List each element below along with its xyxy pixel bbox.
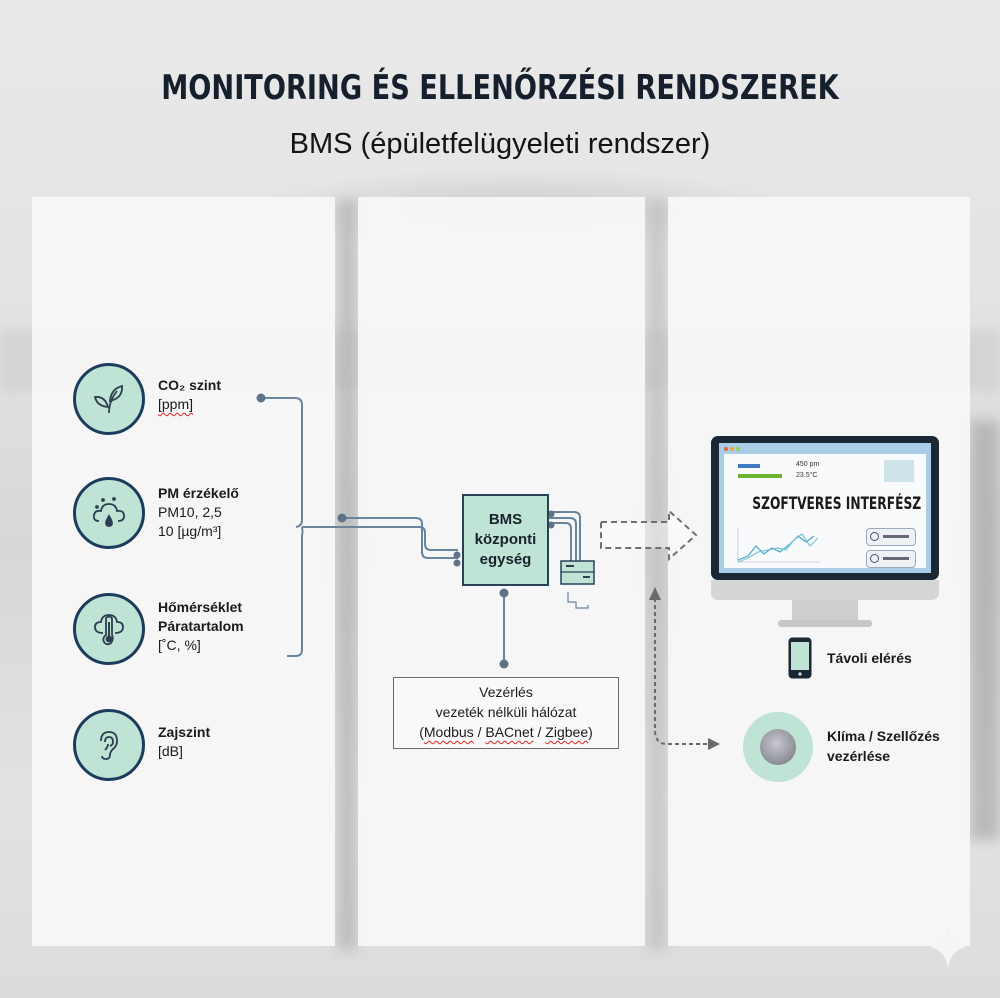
fan-icon bbox=[760, 729, 796, 765]
climate-label-line: Klíma / Szellőzés bbox=[827, 728, 940, 744]
connector-dot bbox=[256, 393, 266, 403]
protocol-modbus: Modbus bbox=[423, 724, 474, 740]
connector-dot bbox=[499, 659, 509, 669]
connector-dot bbox=[453, 559, 461, 567]
background-blur-shape bbox=[337, 200, 357, 950]
pm-sensor-label: PM érzékelő PM10, 2,5 10 [µg/m³] bbox=[158, 484, 239, 541]
trend-line bbox=[737, 535, 815, 561]
cloud-droplet-icon bbox=[92, 497, 125, 527]
sensor-trunk-line bbox=[302, 526, 458, 551]
dashed-arrow-to-climate bbox=[654, 598, 708, 745]
pm-sensor-line: PM10, 2,5 bbox=[158, 504, 222, 520]
co2-sensor-unit: [ppm] bbox=[158, 396, 194, 412]
gateway-device-icon bbox=[560, 560, 595, 585]
arrow-head-up-icon bbox=[649, 587, 661, 600]
panel-sensors bbox=[32, 197, 335, 946]
noise-sensor-icon-circle bbox=[73, 709, 145, 781]
connector-dot bbox=[453, 551, 461, 559]
sensor-bracket-line bbox=[261, 397, 304, 657]
network-box: Vezérlés vezeték nélküli hálózat (Modbus… bbox=[393, 677, 619, 749]
dashed-arrow-to-software bbox=[600, 508, 698, 562]
humidity-sensor-title: Páratartalom bbox=[158, 618, 244, 634]
co2-sensor-icon-circle bbox=[73, 363, 145, 435]
temp-sensor-icon-circle bbox=[73, 593, 145, 665]
page-title: MONITORING ÉS ELLENŐRZÉSI RENDSZEREK bbox=[161, 68, 839, 108]
monitor-chin bbox=[711, 580, 939, 600]
trend-chart bbox=[737, 528, 820, 563]
device-cable bbox=[567, 592, 589, 609]
temp-bar bbox=[738, 474, 782, 478]
smartphone-icon bbox=[788, 637, 812, 679]
climate-label: Klíma / Szellőzés vezérlése bbox=[827, 726, 940, 766]
temp-sensor-label: Hőmérséklet Páratartalom [˚C, %] bbox=[158, 598, 244, 655]
ear-icon bbox=[100, 731, 118, 760]
bms-device-line bbox=[548, 522, 572, 562]
connector-dot bbox=[547, 510, 555, 518]
bms-label-line: egység bbox=[479, 551, 532, 568]
protocol-bacnet: BACnet bbox=[485, 724, 534, 740]
leaf-icon bbox=[93, 384, 123, 414]
temp-reading: 23.5°C bbox=[796, 472, 818, 479]
bms-device-line bbox=[548, 511, 581, 562]
pm-sensor-line: 10 [µg/m³] bbox=[158, 523, 222, 539]
bms-label-line: központi bbox=[474, 531, 537, 548]
status-panel bbox=[884, 460, 914, 482]
pm-sensor-icon-circle bbox=[73, 477, 145, 549]
bms-label-line: BMS bbox=[488, 511, 523, 528]
monitor-foot bbox=[778, 620, 872, 627]
sensor-trunk-line-3 bbox=[342, 517, 458, 559]
network-protocols: (Modbus / BACnet / Zigbee) bbox=[394, 722, 618, 742]
remote-access-label: Távoli elérés bbox=[827, 650, 912, 666]
software-title: SZOFTVERES INTERFÉSZ bbox=[752, 494, 922, 514]
window-dot-red bbox=[724, 447, 728, 451]
window-dot-orange bbox=[730, 447, 734, 451]
protocol-separator: / bbox=[473, 724, 486, 740]
background-blur-shape bbox=[647, 200, 667, 950]
co2-bar bbox=[738, 464, 760, 468]
arrow-head-right-icon bbox=[708, 738, 720, 750]
monitor-stand bbox=[792, 600, 858, 622]
temp-sensor-unit: [˚C, %] bbox=[158, 637, 201, 653]
monitor-screen: 450 pm 23.5°C SZOFTVERES INTERFÉSZ bbox=[719, 443, 931, 573]
software-dashboard: 450 pm 23.5°C SZOFTVERES INTERFÉSZ bbox=[724, 454, 926, 568]
co2-sensor-label: CO₂ szint [ppm] bbox=[158, 376, 221, 414]
network-label-line: Vezérlés bbox=[479, 684, 533, 700]
sparkle-icon bbox=[930, 925, 966, 969]
pm-sensor-title: PM érzékelő bbox=[158, 485, 239, 501]
bms-device-line bbox=[548, 517, 577, 562]
protocol-zigbee: Zigbee bbox=[545, 724, 589, 740]
climate-icon-circle bbox=[743, 712, 813, 782]
dashboard-button-1[interactable] bbox=[866, 528, 916, 546]
noise-sensor-unit: [dB] bbox=[158, 743, 183, 759]
trend-line bbox=[737, 533, 819, 563]
monitor-icon: 450 pm 23.5°C SZOFTVERES INTERFÉSZ bbox=[711, 436, 939, 580]
noise-sensor-label: Zajszint [dB] bbox=[158, 723, 210, 761]
co2-sensor-title: CO₂ szint bbox=[158, 377, 221, 393]
climate-label-line: vezérlése bbox=[827, 748, 891, 764]
network-label-line: vezeték nélküli hálózat bbox=[435, 704, 577, 720]
noise-sensor-title: Zajszint bbox=[158, 724, 211, 740]
connector-dot bbox=[499, 588, 509, 598]
page-subtitle: BMS (épületfelügyeleti rendszer) bbox=[289, 128, 711, 160]
temp-sensor-title: Hőmérséklet bbox=[158, 599, 243, 615]
connector-dot bbox=[547, 521, 555, 529]
paren-open: ( bbox=[419, 724, 424, 740]
bms-central-unit: BMS központi egység bbox=[462, 494, 549, 586]
protocol-separator: / bbox=[533, 724, 546, 740]
co2-reading: 450 pm bbox=[796, 461, 820, 468]
paren-close: ) bbox=[588, 724, 593, 740]
window-dot-green bbox=[736, 447, 740, 451]
dashboard-button-2[interactable] bbox=[866, 550, 916, 568]
background-blur-shape bbox=[970, 420, 1000, 840]
connector-dot bbox=[337, 513, 347, 523]
thermometer-cloud-icon bbox=[94, 614, 124, 646]
